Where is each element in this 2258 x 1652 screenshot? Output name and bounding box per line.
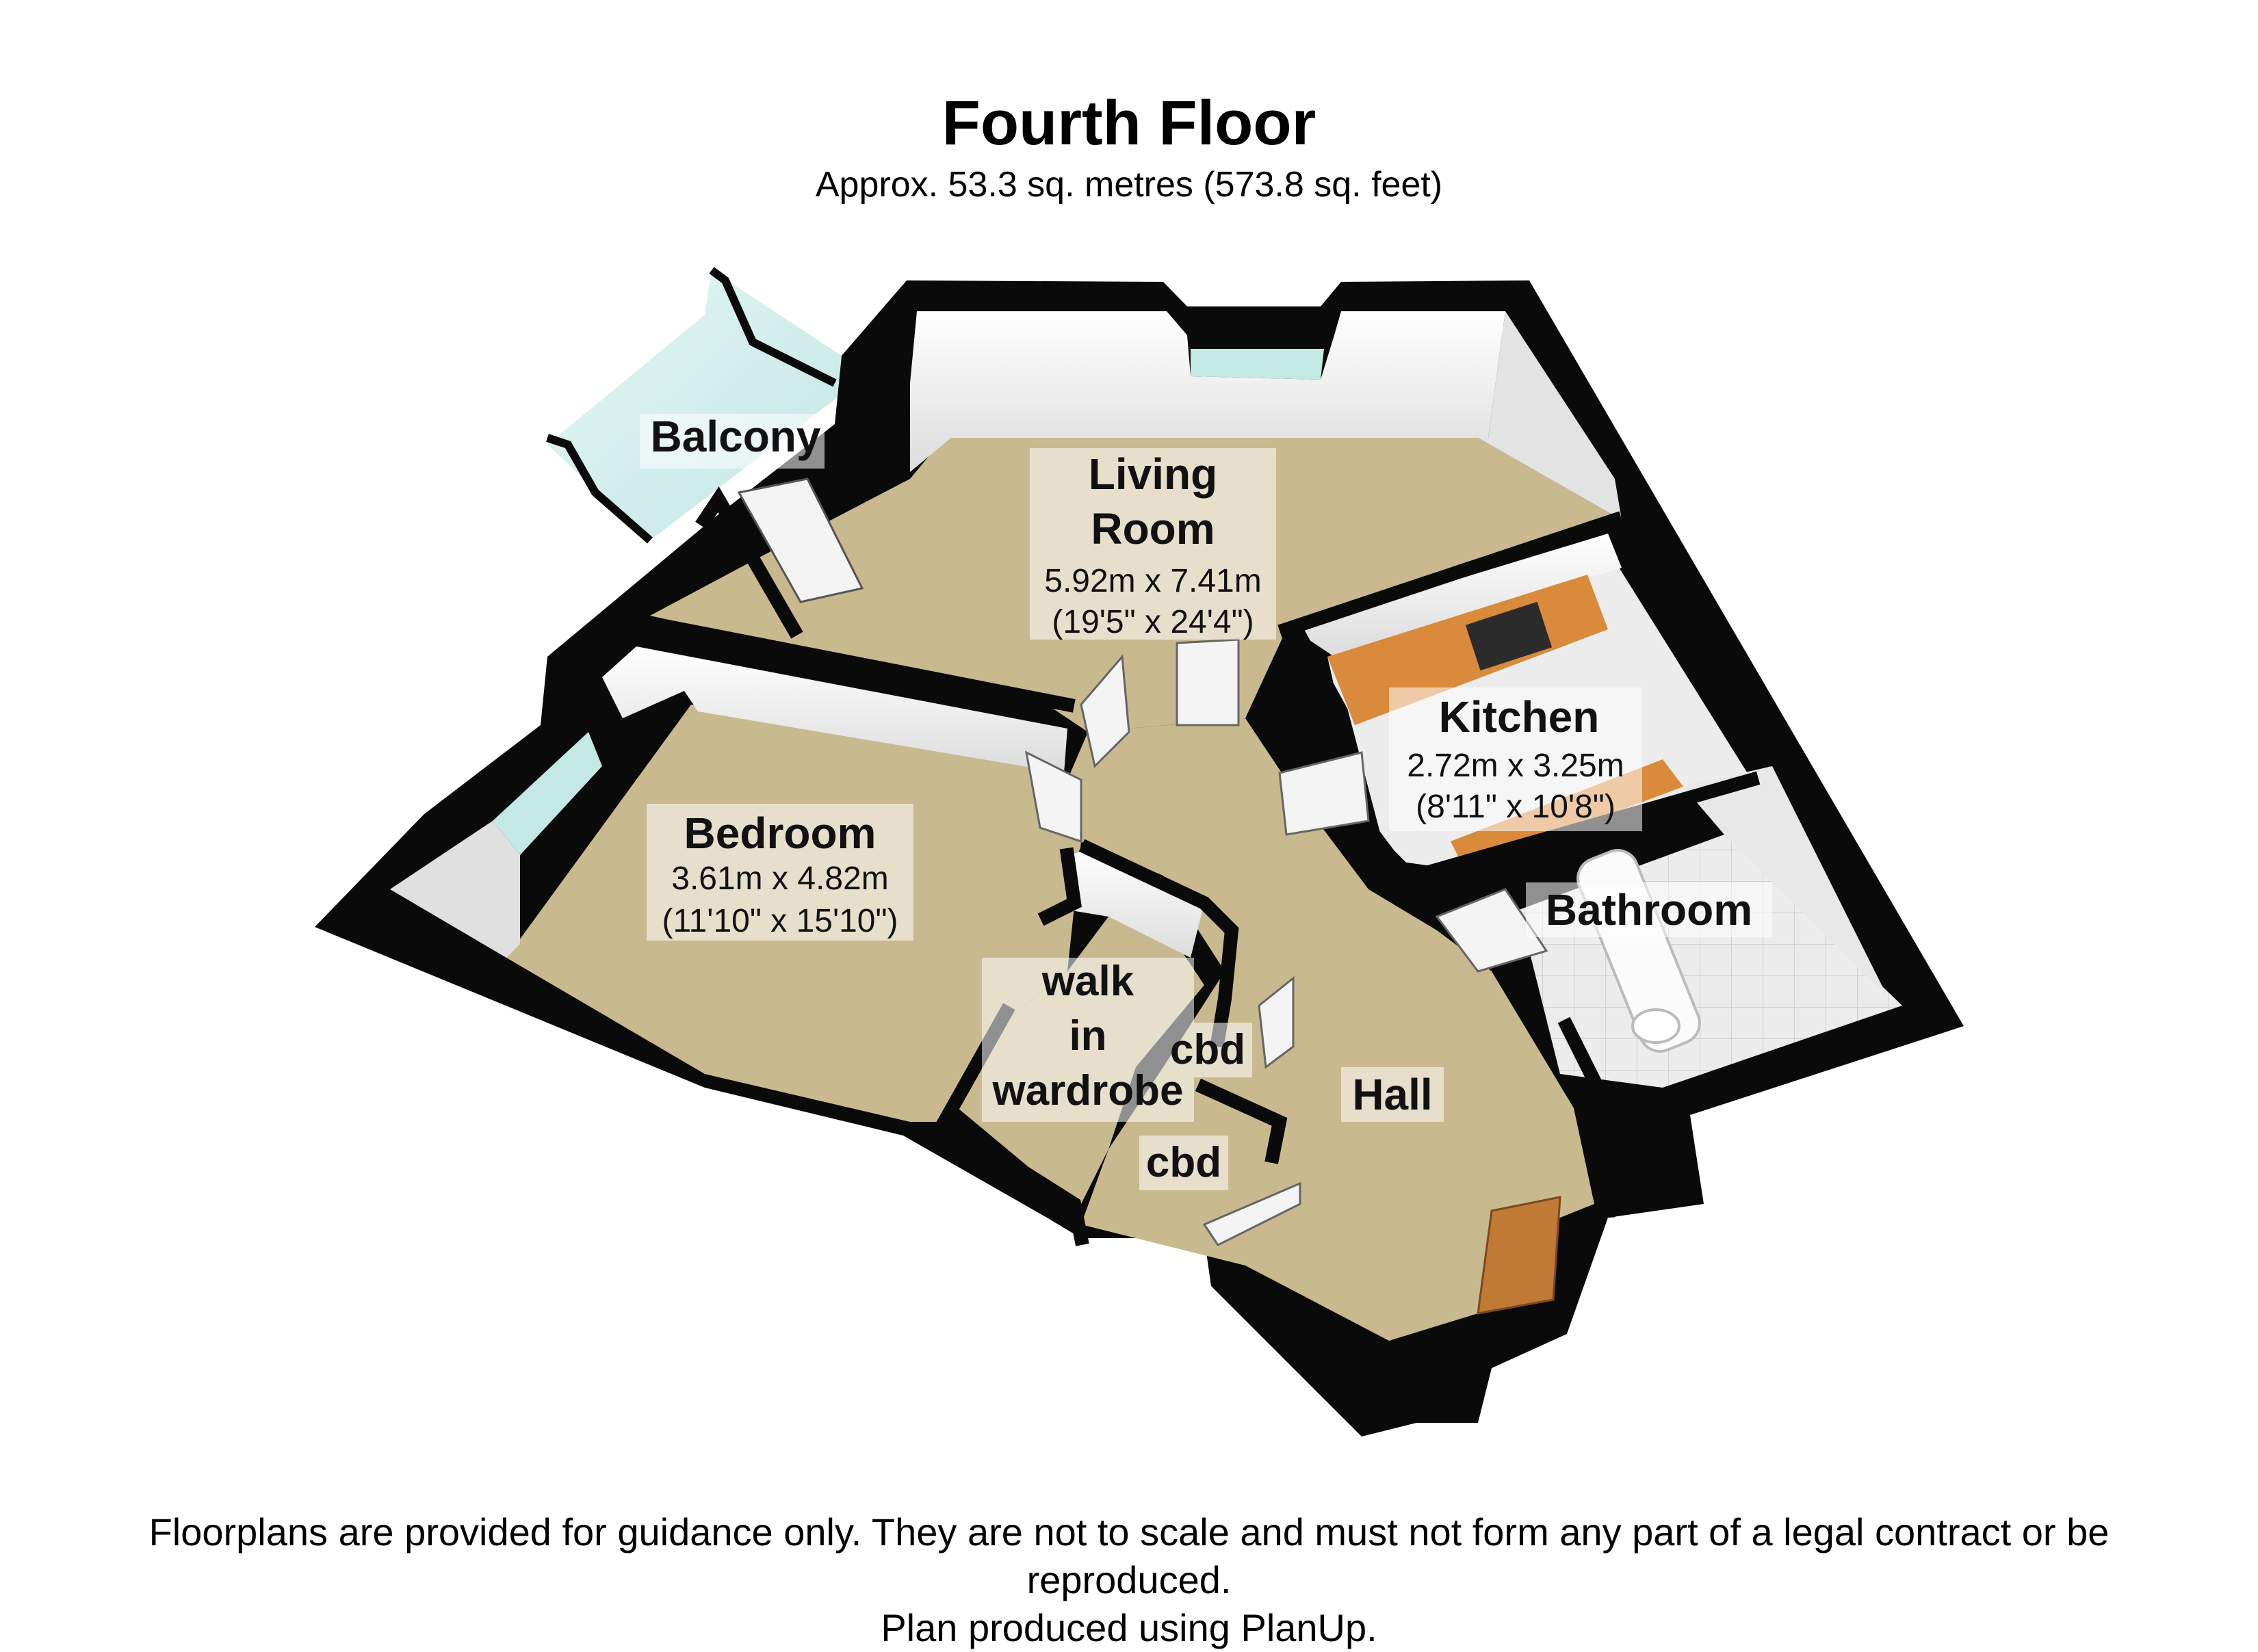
living-room-wall xyxy=(910,311,1505,472)
internal-walls xyxy=(621,486,1761,1246)
disclaimer-line-1: Floorplans are provided for guidance onl… xyxy=(148,1510,2110,1553)
living-room-window xyxy=(1191,349,1324,380)
walk-in-wardrobe-label-line2: in xyxy=(1069,1012,1106,1060)
balcony-door xyxy=(737,477,864,603)
hob-icon xyxy=(1465,601,1553,671)
kitchen-dimensions-imperial: (8'11" x 10'8") xyxy=(1416,789,1615,825)
bedroom-window xyxy=(493,732,602,855)
living-room-label-line1: Living xyxy=(1089,449,1217,499)
bathroom-door xyxy=(1435,888,1548,973)
bedroom-wall xyxy=(602,646,1067,773)
bathroom-wall xyxy=(1683,766,1889,999)
hall-label: Hall xyxy=(1352,1070,1432,1119)
disclaimer: Floorplans are provided for guidance onl… xyxy=(41,1508,2217,1652)
page-title: Fourth Floor xyxy=(942,88,1316,158)
cupboard-label-2: cbd xyxy=(1146,1139,1221,1186)
bedroom-label: Bedroom xyxy=(684,809,877,858)
living-room-label-line2: Room xyxy=(1091,504,1215,553)
bedroom-door xyxy=(1024,750,1082,843)
cupboard-door-1 xyxy=(1258,975,1295,1069)
bedroom-side-wall xyxy=(390,821,520,958)
living-room-door-2 xyxy=(1176,638,1240,726)
kitchen-door xyxy=(1278,751,1370,836)
bedroom-dimensions-metric: 3.61m x 4.82m xyxy=(671,861,888,897)
balcony-area xyxy=(546,267,842,544)
walk-in-wardrobe-wall xyxy=(1067,848,1204,958)
kitchen-wall xyxy=(1293,534,1622,657)
living-room-side-wall xyxy=(1478,311,1622,520)
kitchen-dimensions-metric: 2.72m x 3.25m xyxy=(1407,748,1624,784)
bedroom-dimensions-imperial: (11'10" x 15'10") xyxy=(662,903,898,939)
doors xyxy=(737,477,1561,1315)
walk-in-wardrobe-label-line1: walk xyxy=(1041,958,1134,1005)
balcony-label: Balcony xyxy=(651,412,821,461)
kitchen-label: Kitchen xyxy=(1439,692,1600,742)
disclaimer-line-3: Plan produced using PlanUp. xyxy=(881,1606,1377,1649)
walk-in-wardrobe-label-line3: wardrobe xyxy=(991,1067,1183,1114)
floor-area: Approx. 53.3 sq. metres (573.8 sq. feet) xyxy=(815,165,1443,205)
label-backgrounds xyxy=(640,414,1772,1190)
entrance-door xyxy=(1477,1196,1561,1315)
basin-icon xyxy=(1631,1008,1680,1044)
disclaimer-line-2: reproduced. xyxy=(1026,1558,1232,1601)
living-room-door-1 xyxy=(1080,654,1130,768)
living-room-dimensions-imperial: (19'5" x 24'4") xyxy=(1052,604,1254,640)
bathroom-label: Bathroom xyxy=(1546,885,1752,934)
living-room-dimensions-metric: 5.92m x 7.41m xyxy=(1044,563,1261,599)
cupboard-label-1: cbd xyxy=(1170,1026,1245,1073)
cupboard-door-2 xyxy=(1202,1181,1301,1246)
